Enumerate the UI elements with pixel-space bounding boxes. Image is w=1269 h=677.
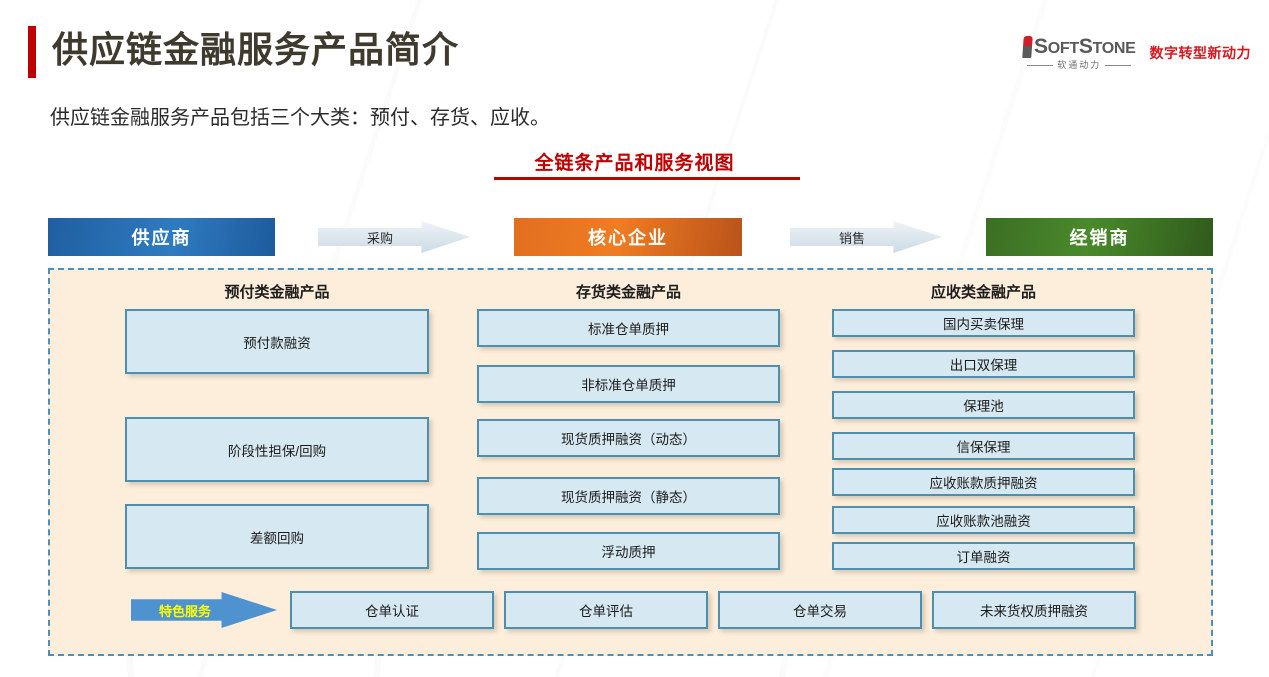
logo-wordmark: SOFTSTONE	[1022, 36, 1136, 58]
product-box[interactable]: 预付款融资	[125, 309, 429, 374]
special-service-box[interactable]: 仓单评估	[504, 591, 708, 629]
special-service-box[interactable]: 仓单交易	[718, 591, 922, 629]
logo-wordmark-text: SOFTSTONE	[1034, 36, 1136, 57]
column-header-receivable: 应收类金融产品	[930, 284, 1036, 301]
special-service-box[interactable]: 仓单认证	[290, 591, 494, 629]
column-header-prepaid: 预付类金融产品	[224, 284, 330, 301]
logo-rule-right	[1105, 65, 1132, 66]
page-subtitle: 供应链金融服务产品包括三个大类：预付、存货、应收。	[50, 107, 550, 129]
product-box[interactable]: 出口双保理	[832, 350, 1135, 378]
logo-slogan: 数字转型新动力	[1149, 45, 1251, 61]
product-box[interactable]: 应收账款池融资	[832, 506, 1135, 534]
section-heading-underline	[494, 177, 800, 180]
role-bar-core-enterprise: 核心企业	[514, 218, 742, 256]
product-box[interactable]: 信保保理	[832, 432, 1135, 460]
role-bar-supplier: 供应商	[48, 218, 275, 256]
product-box[interactable]: 国内买卖保理	[832, 309, 1135, 337]
special-service-box[interactable]: 未来货权质押融资	[932, 591, 1136, 629]
product-box[interactable]: 保理池	[832, 391, 1135, 419]
title-accent-bar	[28, 26, 36, 78]
role-label-dealer: 经销商	[1069, 228, 1130, 248]
product-box[interactable]: 浮动质押	[477, 532, 780, 570]
role-label-core-enterprise: 核心企业	[588, 228, 668, 248]
column-header-inventory: 存货类金融产品	[575, 284, 681, 301]
role-bar-dealer: 经销商	[986, 218, 1213, 256]
section-heading-text: 全链条产品和服务视图	[534, 153, 735, 174]
flow-arrow-sales-icon: 销售	[790, 221, 942, 253]
product-box[interactable]: 现货质押融资（动态）	[477, 419, 780, 457]
product-box[interactable]: 标准仓单质押	[477, 309, 780, 347]
logo-letter-s2: S	[1078, 35, 1093, 58]
section-heading: 全链条产品和服务视图	[0, 148, 1269, 175]
role-label-supplier: 供应商	[131, 228, 192, 248]
product-box[interactable]: 差额回购	[125, 504, 429, 569]
page-title: 供应链金融服务产品简介	[52, 29, 460, 70]
logo-letter-s1: S	[1034, 35, 1048, 58]
logo-letters-oft: OFT	[1047, 40, 1079, 57]
logo-chinese-row: 软通动力	[1027, 60, 1132, 70]
flow-arrow-label-purchase: 采购	[366, 230, 393, 246]
product-box[interactable]: 阶段性担保/回购	[125, 417, 429, 482]
product-box[interactable]: 非标准仓单质押	[477, 365, 780, 403]
product-box[interactable]: 现货质押融资（静态）	[477, 477, 780, 515]
product-box[interactable]: 应收账款质押融资	[832, 468, 1135, 496]
flow-arrow-purchase-icon: 采购	[318, 221, 470, 253]
logo-letters-tone: TONE	[1092, 40, 1136, 57]
product-box[interactable]: 订单融资	[832, 542, 1135, 570]
logo-rule-left	[1027, 65, 1054, 66]
logo-chinese-name: 软通动力	[1057, 60, 1102, 70]
special-service-label: 特色服务	[159, 603, 212, 619]
logo-i-icon	[1022, 36, 1033, 58]
logo-mark: SOFTSTONE 软通动力	[1022, 36, 1136, 70]
flow-arrow-label-sales: 销售	[838, 230, 865, 246]
brand-logo: SOFTSTONE 软通动力 数字转型新动力	[1022, 36, 1251, 70]
